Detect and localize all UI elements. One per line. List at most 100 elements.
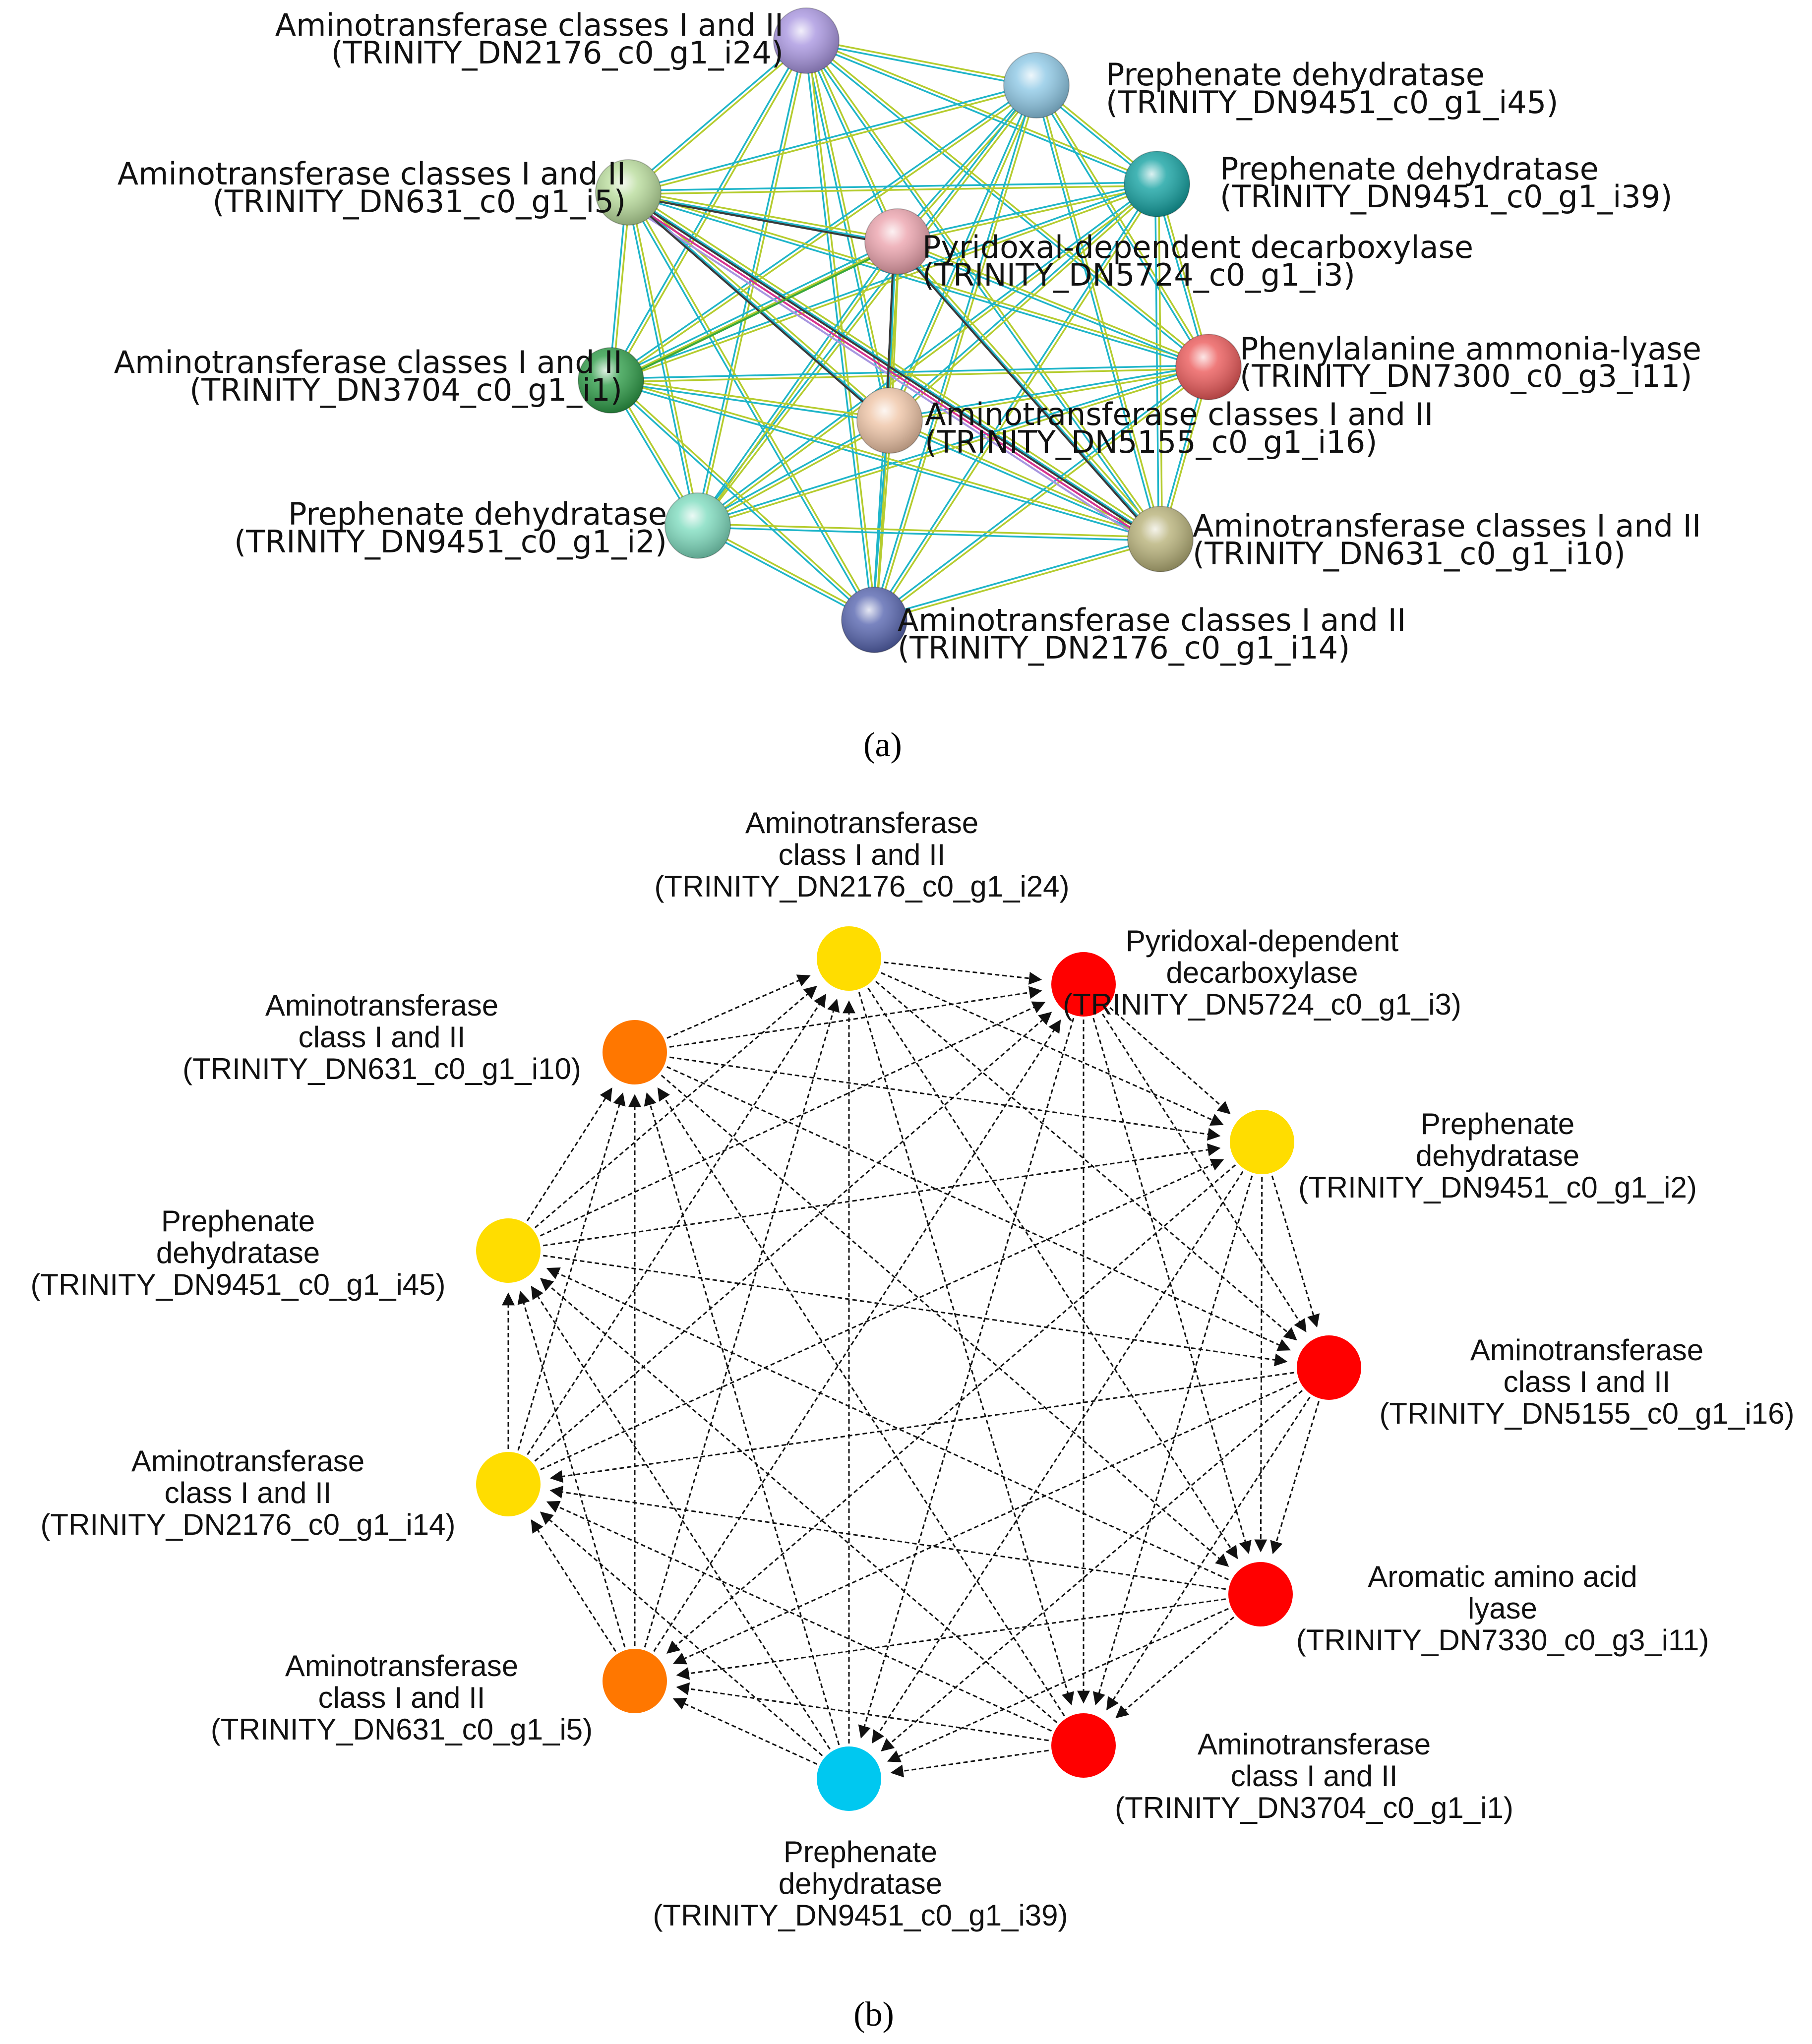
edge-a3-a2	[695, 240, 897, 525]
node-a5[interactable]	[595, 159, 662, 226]
node-circle[interactable]	[1230, 1110, 1294, 1174]
node-name-label: Pyridoxal-dependent decarboxylase	[922, 229, 1473, 265]
arrow-b24-b1	[858, 992, 1074, 1706]
node-circle[interactable]	[603, 1020, 667, 1084]
edge-a24-a2	[695, 40, 806, 526]
arrow-b24-b2	[881, 972, 1224, 1126]
node-a10[interactable]	[1127, 506, 1194, 572]
node-label-line: (TRINITY_DN9451_c0_g1_i2)	[1298, 1171, 1697, 1204]
arrow-b1-b10	[657, 1087, 1065, 1717]
edge-extra-a3-a10	[894, 243, 1159, 542]
edge-a24-a3	[804, 41, 897, 243]
node-a11[interactable]	[1175, 334, 1242, 400]
edge-a10-a14	[873, 536, 1160, 619]
node-label-line: (TRINITY_DN9451_c0_g1_i45)	[30, 1268, 445, 1301]
node-a39[interactable]	[1124, 151, 1190, 217]
node-a1[interactable]	[578, 347, 644, 414]
edge-extra-a5-a16	[625, 194, 888, 424]
edge-a45-a11	[1034, 85, 1208, 368]
arrow-b14-b2	[540, 1158, 1224, 1471]
node-highlight	[857, 388, 922, 453]
node-id-label: (TRINITY_DN5155_c0_g1_i16)	[925, 424, 1377, 460]
panel-a-network: Aminotransferase classes I and II (TRINIT…	[114, 7, 1701, 666]
node-a24[interactable]	[773, 7, 840, 74]
edge-a45-a3	[896, 83, 1036, 241]
node-highlight	[665, 493, 730, 558]
node-b39[interactable]	[817, 1746, 881, 1811]
node-b24[interactable]	[817, 926, 881, 991]
node-a16[interactable]	[856, 387, 923, 454]
node-label-line: lyase	[1468, 1592, 1537, 1625]
node-a14[interactable]	[841, 587, 907, 653]
node-label-line: (TRINITY_DN3704_c0_g1_i1)	[1115, 1791, 1513, 1824]
arrow-b10-b3	[669, 986, 1042, 1048]
node-circle[interactable]	[1051, 952, 1116, 1017]
node-circle[interactable]	[1228, 1562, 1293, 1626]
arrow-b3-b2	[1109, 1007, 1231, 1115]
node-name-label: Aminotransferase classes I and II	[118, 156, 626, 192]
node-id-label: (TRINITY_DN9451_c0_g1_i45)	[1106, 84, 1558, 120]
node-circle[interactable]	[476, 1452, 541, 1516]
edge-evidence-a24-a11	[807, 38, 1210, 366]
node-label-line: class I and II	[779, 838, 946, 871]
arrow-b16-b14	[549, 1372, 1294, 1483]
node-b10[interactable]	[603, 1020, 667, 1084]
node-a2[interactable]	[664, 492, 731, 559]
node-name-label: Prephenate dehydratase	[288, 496, 667, 532]
edge-a45-a5	[627, 82, 1036, 192]
node-circle[interactable]	[817, 1746, 881, 1811]
node-circle[interactable]	[1297, 1335, 1361, 1400]
arrow-b14-b10	[517, 1092, 626, 1451]
node-label-line: dehydratase	[779, 1867, 942, 1900]
node-b11[interactable]	[1228, 1562, 1293, 1626]
node-circle[interactable]	[1051, 1713, 1116, 1778]
edge-evidence-a45-a10	[1037, 84, 1163, 539]
edge-evidence-a3-a2	[698, 242, 900, 528]
edge-a5-a11	[627, 193, 1208, 370]
edge-extra-a5-a10	[624, 197, 1157, 546]
arrow-b3-b11	[1092, 1018, 1252, 1554]
arrow-b45-b16	[543, 1255, 1288, 1367]
edge-a39-a2	[696, 181, 1156, 525]
node-b45[interactable]	[476, 1218, 541, 1283]
node-label-line: class I and II	[318, 1681, 485, 1714]
edge-extra-a1-a3	[612, 243, 900, 385]
node-b16[interactable]	[1297, 1335, 1361, 1400]
node-b14[interactable]	[476, 1452, 541, 1516]
edge-evidence-a39-a1	[611, 184, 1158, 383]
arrow-b39-b10	[644, 1092, 840, 1745]
arrow-b5-b3	[653, 1019, 1061, 1652]
node-label-line: (TRINITY_DN9451_c0_g1_i39)	[653, 1899, 1068, 1932]
edge-evidence-a2-a14	[698, 523, 876, 619]
node-a3[interactable]	[864, 208, 931, 275]
node-circle[interactable]	[476, 1218, 541, 1283]
panel-a-caption: (a)	[863, 726, 902, 764]
panel-a-edges	[608, 38, 1211, 623]
edge-evidence-a45-a5	[628, 86, 1037, 195]
edge-evidence-a39-a14	[875, 184, 1159, 621]
node-b1[interactable]	[1051, 1713, 1116, 1778]
edge-a3-a11	[897, 242, 1208, 369]
arrow-b39-b14	[540, 1511, 823, 1756]
node-highlight	[596, 160, 661, 225]
node-circle[interactable]	[817, 926, 881, 991]
edge-evidence-a24-a3	[807, 39, 900, 241]
node-id-label: (TRINITY_DN9451_c0_g1_i39)	[1220, 179, 1672, 215]
node-label-line: dehydratase	[156, 1236, 320, 1269]
arrow-b10-b11	[661, 1075, 1229, 1567]
panel-a-nodes: Aminotransferase classes I and II (TRINIT…	[114, 7, 1701, 666]
node-b2[interactable]	[1230, 1110, 1294, 1174]
node-b5[interactable]	[603, 1649, 667, 1713]
edge-a11-a2	[697, 364, 1208, 525]
edge-extra-a5-a10	[626, 194, 1159, 543]
node-name-label: Aminotransferase classes I and II	[1193, 508, 1701, 544]
node-label-line: (TRINITY_DN631_c0_g1_i5)	[211, 1713, 593, 1746]
node-a45[interactable]	[1003, 52, 1070, 119]
node-circle[interactable]	[603, 1649, 667, 1713]
edge-a24-a45	[806, 41, 1036, 88]
arrow-b45-b2	[543, 1143, 1221, 1247]
node-label-line: Aminotransferase	[1470, 1333, 1703, 1367]
node-b3[interactable]	[1051, 952, 1116, 1017]
arrow-b11-b5	[676, 1598, 1226, 1680]
